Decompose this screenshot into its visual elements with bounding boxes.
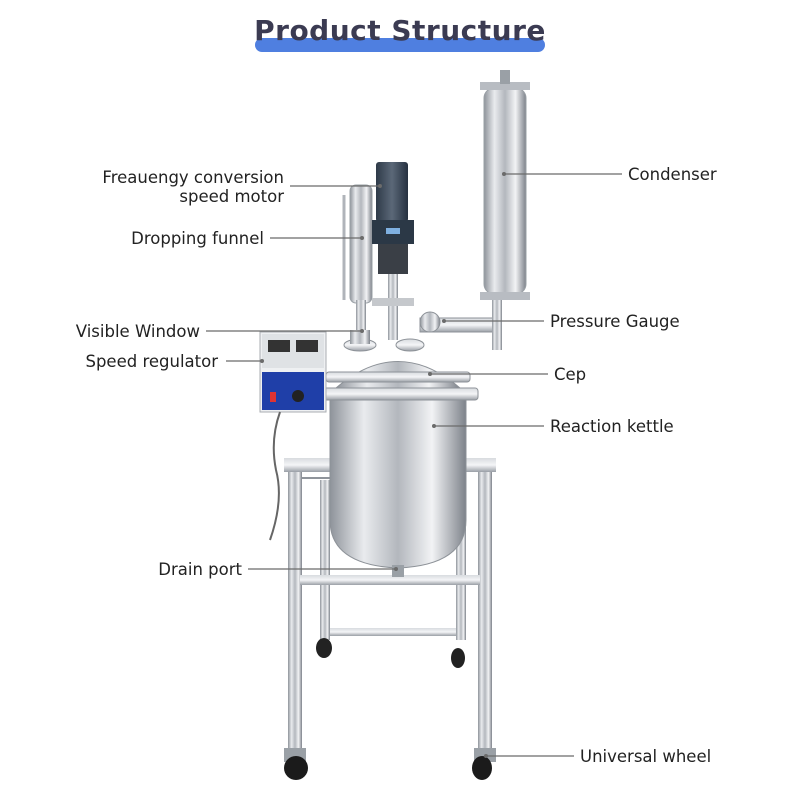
label-universal-wheel: Universal wheel [580,747,712,766]
speed-regulator-icon [259,331,327,541]
label-motor-line2: speed motor [179,187,284,206]
reaction-kettle [317,361,479,577]
label-condenser: Condenser [628,165,717,184]
dropping-funnel-icon [342,184,373,330]
leader-lines [206,173,622,757]
title-underline-bar [255,38,545,52]
universal-wheel-icon [284,638,496,780]
label-visible-window: Visible Window [75,322,200,341]
label-drain-port: Drain port [158,560,242,579]
label-speed-regulator: Speed regulator [85,352,218,371]
label-dropping-funnel: Dropping funnel [131,229,264,248]
condenser-icon [480,70,530,300]
leader-dots [260,172,506,758]
pressure-gauge-icon [419,300,502,350]
label-motor-line1: Freauengy conversion [102,168,284,187]
label-pressure-gauge: Pressure Gauge [550,312,680,331]
label-reaction-kettle: Reaction kettle [550,417,674,436]
page-title: Product Structure [254,14,546,47]
label-cep: Cep [554,365,587,384]
visible-window-icon [343,330,425,352]
motor-icon [372,162,414,340]
